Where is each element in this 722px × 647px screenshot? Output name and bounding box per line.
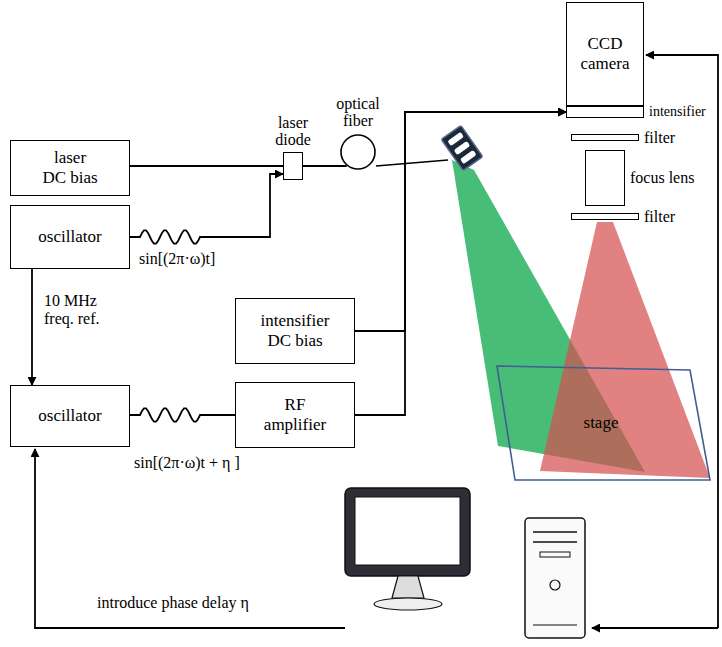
bias-box: intensifier DC bias (235, 298, 355, 364)
node-label: focus lens (630, 169, 694, 187)
oscillator-box: oscillator (10, 385, 130, 447)
laser-diode: laser diode (283, 152, 303, 180)
intensifier-strip: intensifier (566, 106, 644, 118)
signal-label: sin[(2π·ω)t] (137, 250, 217, 268)
bias-box: laser DC bias (10, 140, 130, 196)
node-label: intensifier (649, 104, 706, 119)
node-label: laser diode (270, 114, 316, 149)
node-label: filter (644, 208, 675, 226)
signal-line (130, 408, 235, 421)
node-label: optical fiber (331, 95, 385, 130)
camera-box: CCD camera (566, 2, 644, 106)
node-label: laser DC bias (41, 148, 99, 187)
fiber-line (376, 160, 448, 166)
focus-lens: focus lens (585, 150, 625, 206)
light-source (441, 126, 482, 171)
phase-delay-line (35, 449, 345, 628)
oscillator-box: oscillator (10, 205, 130, 269)
node-label: stage (584, 413, 619, 433)
signal-line (130, 165, 283, 167)
signal-line (355, 112, 566, 331)
stage-path (497, 366, 710, 480)
filter-plate: filter (571, 134, 639, 141)
red-beam (540, 222, 710, 478)
node-label: oscillator (38, 227, 101, 247)
signal-line (130, 174, 283, 244)
filter-plate: filter (571, 213, 639, 220)
annotation-label: introduce phase delay η (95, 594, 251, 612)
node-label: filter (644, 129, 675, 147)
signal-line (31, 269, 33, 385)
circle-outline (340, 134, 376, 170)
signal-line (355, 112, 566, 415)
signal-label: sin[(2π·ω)t + η ] (132, 454, 242, 472)
signal-line (303, 165, 347, 167)
computer-feed-line (592, 627, 718, 629)
node-label: RF amplifier (257, 395, 333, 434)
node-label: oscillator (38, 406, 101, 426)
signal-label: 10 MHz freq. ref. (42, 292, 128, 329)
node-label: intensifier DC bias (254, 311, 336, 350)
fiber-coil: optical fiber (340, 134, 376, 170)
computer (345, 488, 585, 638)
amplifier-box: RF amplifier (235, 382, 355, 448)
stage-plate: stage (490, 362, 712, 484)
node-label: CCD camera (575, 34, 635, 73)
circle-path (341, 135, 375, 169)
